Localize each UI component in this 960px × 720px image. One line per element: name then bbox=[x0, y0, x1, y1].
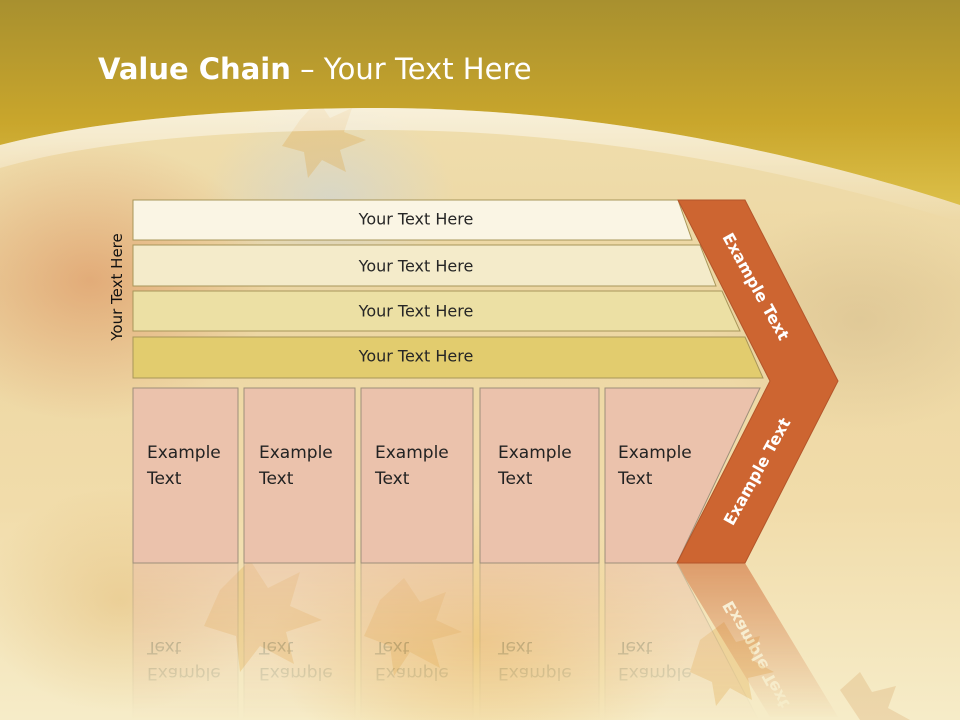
reflection-box bbox=[132, 562, 239, 720]
reflection-box-label-1: Example bbox=[498, 663, 572, 683]
bar-4-label: Your Text Here bbox=[358, 347, 474, 366]
reflection-box bbox=[360, 562, 474, 720]
activity-box-1-line2: Text bbox=[146, 469, 182, 489]
reflection-box-label-2: Text bbox=[497, 637, 533, 657]
bar-3 bbox=[132, 290, 741, 332]
header-band bbox=[0, 0, 960, 220]
activity-box-4-line2: Text bbox=[497, 469, 533, 489]
activity-box-5-line1: Example bbox=[618, 443, 692, 463]
bar-1-label: Your Text Here bbox=[358, 210, 474, 229]
activity-box-4-line1: Example bbox=[498, 443, 572, 463]
reflection-box-label-2: Text bbox=[146, 637, 182, 657]
activity-box-2 bbox=[243, 387, 356, 564]
title-bold: Value Chain bbox=[98, 52, 291, 86]
activity-box-5-line2: Text bbox=[617, 469, 653, 489]
reflection-chevron bbox=[676, 563, 838, 717]
reflection-box-label-2: Text bbox=[617, 637, 653, 657]
margin-chevron bbox=[676, 199, 839, 564]
reflection-box-label-2: Text bbox=[258, 637, 294, 657]
bar-3-label: Your Text Here bbox=[358, 302, 474, 321]
page-title: Value Chain – Your Text Here bbox=[98, 52, 532, 86]
activity-box-1-line1: Example bbox=[147, 443, 221, 463]
bar-2 bbox=[132, 244, 717, 287]
diagram-reflection: Example Text Example Text Example Text E… bbox=[132, 562, 838, 720]
activity-box-3 bbox=[360, 387, 474, 564]
activity-box-2-line1: Example bbox=[259, 443, 333, 463]
bar-2-label: Your Text Here bbox=[358, 257, 474, 276]
reflection-box bbox=[243, 562, 356, 720]
bar-1 bbox=[132, 199, 693, 241]
activity-box-2-line2: Text bbox=[258, 469, 294, 489]
activity-box-4 bbox=[479, 387, 600, 564]
activity-box-1 bbox=[132, 387, 239, 564]
reflection-box-label-1: Example bbox=[618, 663, 692, 683]
activity-box-3-line1: Example bbox=[375, 443, 449, 463]
reflection-box bbox=[479, 562, 600, 720]
reflection-box-label-1: Example bbox=[147, 663, 221, 683]
activity-box-3-line2: Text bbox=[374, 469, 410, 489]
bar-4 bbox=[132, 336, 764, 379]
reflection-box-label-2: Text bbox=[374, 637, 410, 657]
reflection-box-label-1: Example bbox=[375, 663, 449, 683]
title-rest: – Your Text Here bbox=[290, 52, 532, 86]
reflection-box-label-1: Example bbox=[259, 663, 333, 683]
